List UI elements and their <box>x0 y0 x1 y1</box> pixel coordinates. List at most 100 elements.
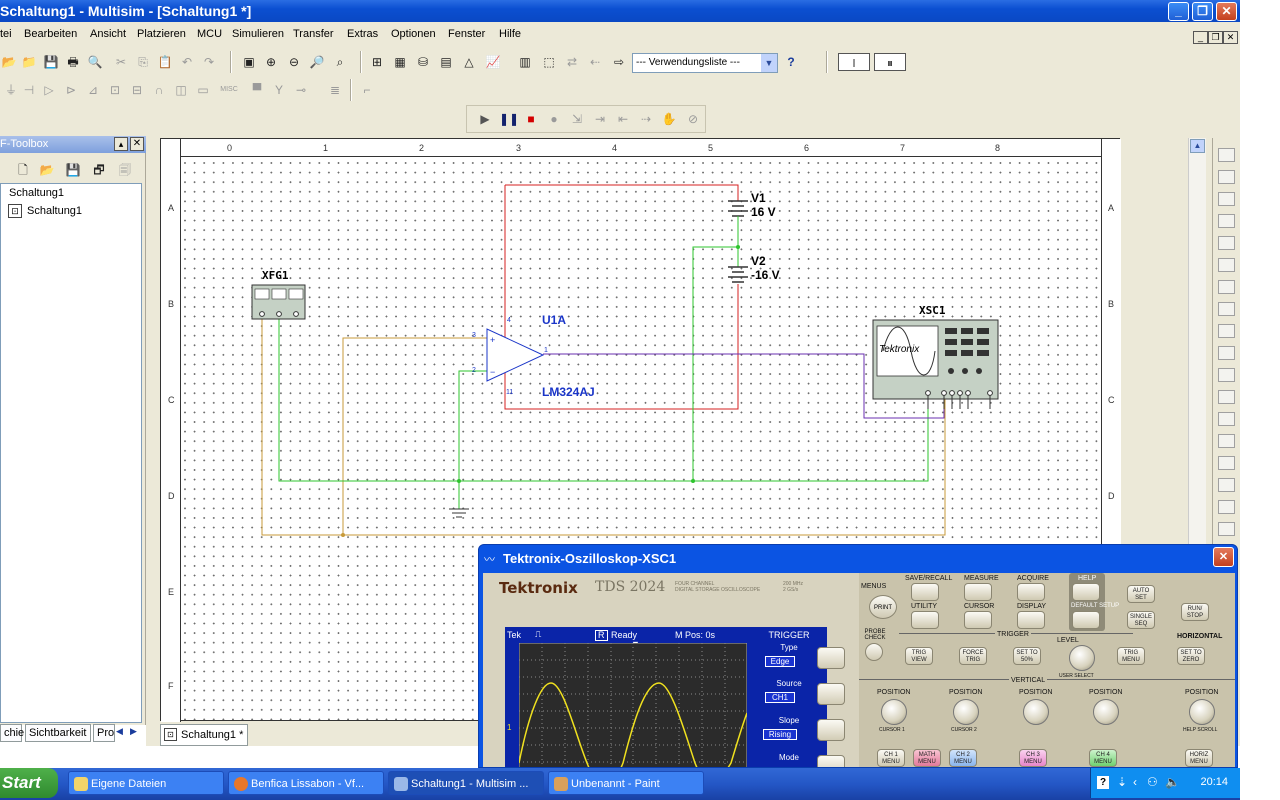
run-to-cursor-icon[interactable]: ⇢ <box>640 112 652 126</box>
horiz-menu-button[interactable]: HORIZ MENU <box>1185 749 1213 767</box>
tab-hierarchy[interactable]: chie <box>0 724 24 742</box>
toolbox-close-button[interactable]: ✕ <box>130 137 144 151</box>
help-tray-icon[interactable]: ? <box>1097 776 1109 789</box>
back-annotate-icon[interactable]: ⇠ <box>589 55 601 69</box>
toolbox-collapse-button[interactable]: ▴ <box>114 137 128 151</box>
menu-ansicht[interactable]: Ansicht <box>90 28 127 40</box>
power-icon[interactable]: ▀ <box>252 83 262 97</box>
measure-button[interactable] <box>964 583 992 601</box>
menu-hilfe[interactable]: Hilfe <box>499 28 522 40</box>
autoset-button[interactable]: AUTO SET <box>1127 585 1155 603</box>
zoom-fit-icon[interactable]: ⌕ <box>336 55 344 69</box>
hierarchy-icon[interactable]: ⊞ <box>371 55 383 69</box>
logic-converter-icon[interactable] <box>1218 346 1235 360</box>
ttl-icon[interactable]: ⊡ <box>109 83 121 97</box>
print-preview-icon[interactable]: 🔍 <box>87 55 103 69</box>
mdi-minimize-button[interactable]: _ <box>1193 31 1208 44</box>
maximize-button[interactable]: ❐ <box>1192 2 1213 21</box>
set-to-zero-button[interactable]: SET TO ZERO <box>1177 647 1205 665</box>
ch2-position-knob[interactable] <box>953 699 979 725</box>
open-icon[interactable]: 📁 <box>21 55 37 69</box>
mdi-restore-button[interactable]: ❐ <box>1208 31 1223 44</box>
database-icon[interactable]: ⛁ <box>417 55 429 69</box>
menu-mcu[interactable]: MCU <box>197 28 223 40</box>
pause-switch-icon[interactable]: ⏸ <box>874 53 906 71</box>
start-button[interactable]: Start <box>0 768 58 798</box>
breakpoint-icon[interactable]: ● <box>550 112 558 126</box>
analog-icon[interactable]: ⊿ <box>87 83 99 97</box>
tektronix-oscilloscope-icon[interactable] <box>1218 522 1235 536</box>
hierarchical-connector-icon[interactable]: ⌐ <box>363 83 371 97</box>
zoom-area-icon[interactable]: 🔎 <box>309 55 325 69</box>
expand-tray-icon[interactable]: ‹ <box>1133 775 1137 789</box>
agilent-generator-icon[interactable] <box>1218 456 1235 470</box>
cut-icon[interactable]: ✂ <box>115 55 127 69</box>
ch2-menu-button[interactable]: CH 2 MENU <box>949 749 977 767</box>
transfer-icon[interactable]: ⇄ <box>566 55 578 69</box>
paste-icon[interactable]: 📋 <box>157 55 173 69</box>
spreadsheet-icon[interactable]: ▦ <box>394 55 406 69</box>
acquire-button[interactable] <box>1017 583 1045 601</box>
close-design-icon[interactable]: 🗗 <box>93 163 105 177</box>
mcu-icon[interactable]: ∩ <box>154 83 164 97</box>
trig-menu-button[interactable]: TRIG MENU <box>1117 647 1145 665</box>
forward-annotate-icon[interactable]: ⇨ <box>613 55 625 69</box>
minimize-button[interactable]: _ <box>1168 2 1189 21</box>
diode-icon[interactable]: ▷ <box>44 83 54 97</box>
four-channel-oscilloscope-icon[interactable] <box>1218 236 1235 250</box>
run-icon[interactable]: ▶ <box>480 112 490 126</box>
display-button[interactable] <box>1017 611 1045 629</box>
run-stop-button[interactable]: RUN/ STOP <box>1181 603 1209 621</box>
save-design-icon[interactable]: 💾 <box>65 163 81 177</box>
ch3-position-knob[interactable] <box>1023 699 1049 725</box>
trigger-source-value[interactable]: CH1 <box>765 692 795 703</box>
netlist-icon[interactable]: ▥ <box>519 55 531 69</box>
usb-icon[interactable]: ⇣ <box>1117 775 1128 789</box>
iv-analyzer-icon[interactable] <box>1218 368 1235 382</box>
menu-platzieren[interactable]: Platzieren <box>137 28 186 40</box>
copy-icon[interactable]: ⎘ <box>138 55 148 69</box>
logic-analyzer-icon[interactable] <box>1218 324 1235 338</box>
agilent-oscilloscope-icon[interactable] <box>1218 500 1235 514</box>
cmos-icon[interactable]: ⊟ <box>131 83 143 97</box>
ch4-menu-button[interactable]: CH 4 MENU <box>1089 749 1117 767</box>
chevron-down-icon[interactable]: ▼ <box>761 54 777 72</box>
tab-scroll-left-icon[interactable]: ◀ <box>116 726 123 736</box>
trigger-slope-value[interactable]: Rising <box>763 729 797 740</box>
oscilloscope-icon[interactable] <box>1218 214 1235 228</box>
wattmeter-icon[interactable] <box>1218 192 1235 206</box>
place-bus-icon[interactable]: ≣ <box>329 83 341 97</box>
menu-option-button-2[interactable] <box>817 683 845 705</box>
zoom-in-icon[interactable]: ⊕ <box>265 55 277 69</box>
ch1-position-knob[interactable] <box>881 699 907 725</box>
math-menu-button[interactable]: MATH MENU <box>913 749 941 767</box>
indicator-icon[interactable]: ◫ <box>175 83 187 97</box>
help-icon[interactable]: ? <box>787 55 795 69</box>
menu-datei[interactable]: tei <box>0 28 12 40</box>
network-analyzer-icon[interactable] <box>1218 434 1235 448</box>
new-design-icon[interactable]: 🗋 <box>18 163 28 177</box>
tree-root-item[interactable]: Schaltung1 <box>9 187 65 199</box>
tab-scroll-right-icon[interactable]: ▶ <box>130 726 137 736</box>
fullscreen-icon[interactable]: ▣ <box>243 55 255 69</box>
menu-simulieren[interactable]: Simulieren <box>232 28 284 40</box>
single-seq-button[interactable]: SINGLE SEQ <box>1127 611 1155 629</box>
run-switch-icon[interactable]: ⏽ <box>838 53 870 71</box>
ch4-position-knob[interactable] <box>1093 699 1119 725</box>
misc-icon[interactable]: MISC <box>220 86 238 93</box>
trigger-type-value[interactable]: Edge <box>765 656 795 667</box>
print-icon[interactable]: 🖶 <box>67 55 79 69</box>
remove-breakpoints-icon[interactable]: ⊘ <box>687 112 699 126</box>
hand-icon[interactable]: ✋ <box>661 112 677 126</box>
delete-design-icon[interactable]: 🗐 <box>119 163 131 177</box>
menu-extras[interactable]: Extras <box>347 28 379 40</box>
menu-bearbeiten[interactable]: Bearbeiten <box>24 28 78 40</box>
step-into-icon[interactable]: ⇲ <box>571 112 583 126</box>
open-folder-icon[interactable]: 📂 <box>1 55 17 69</box>
tab-project[interactable]: Pro <box>93 724 115 742</box>
grapher-icon[interactable]: 📈 <box>485 55 501 69</box>
scroll-up-icon[interactable]: ▲ <box>1190 139 1205 153</box>
utility-button[interactable] <box>911 611 939 629</box>
menu-option-button-4[interactable] <box>817 755 845 767</box>
distortion-analyzer-icon[interactable] <box>1218 390 1235 404</box>
